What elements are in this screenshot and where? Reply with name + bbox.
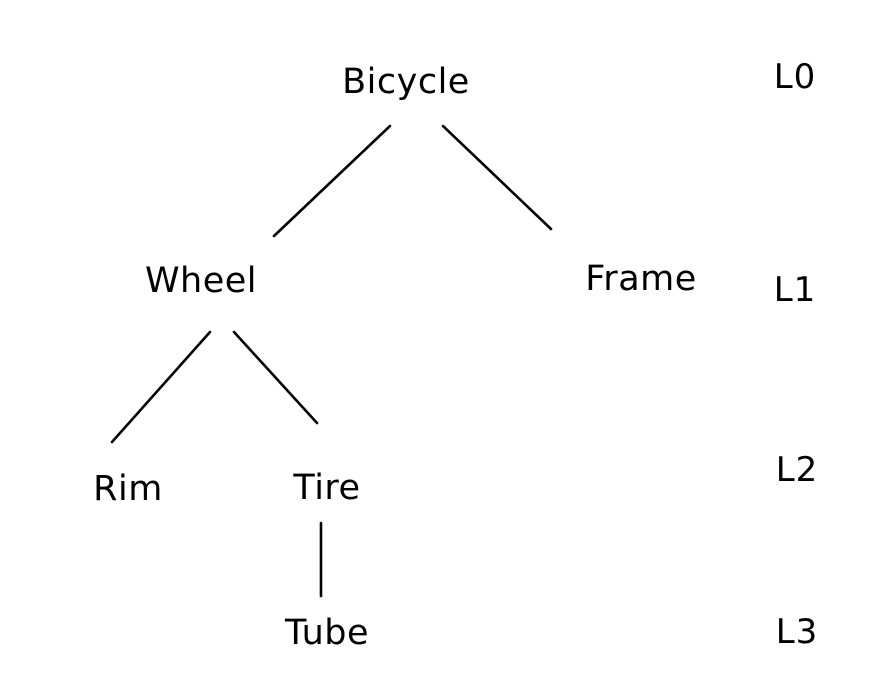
node-wheel[interactable]: Wheel (144, 261, 258, 301)
node-rim[interactable]: Rim (93, 469, 163, 509)
node-tube[interactable]: Tube (285, 613, 369, 653)
level-label-l1: L1 (773, 270, 817, 310)
level-label-l2: L2 (775, 450, 819, 490)
level-label-l0: L0 (773, 57, 817, 97)
edge-wheel-to-tire (232, 330, 319, 425)
edge-wheel-to-rim (110, 330, 212, 444)
node-tire[interactable]: Tire (293, 468, 361, 508)
level-label-l3: L3 (775, 612, 819, 652)
node-frame[interactable]: Frame (585, 259, 697, 299)
edge-bicycle-to-wheel (272, 124, 392, 238)
edge-bicycle-to-frame (441, 124, 553, 231)
node-bicycle[interactable]: Bicycle (342, 62, 470, 102)
